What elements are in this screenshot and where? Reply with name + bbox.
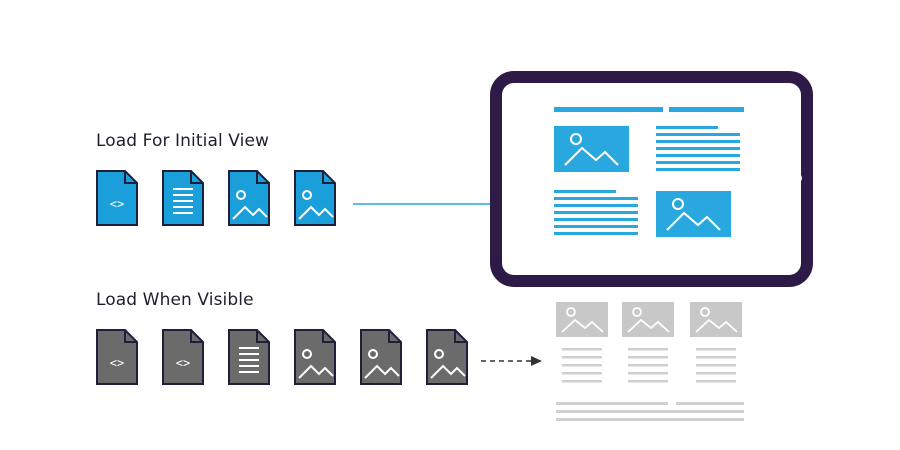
placeholder-footer-lines	[556, 402, 744, 421]
placeholder-column	[556, 302, 608, 383]
screen-image-block	[656, 191, 731, 237]
screen-text-block	[656, 126, 740, 171]
text-file-icon	[228, 329, 270, 385]
visible-file-row: <> <>	[96, 329, 468, 385]
initial-file-row: <>	[96, 170, 336, 226]
label-load-initial-view: Load For Initial View	[96, 131, 270, 151]
image-file-icon	[228, 170, 270, 226]
offscreen-content	[556, 302, 744, 421]
svg-text:<>: <>	[110, 356, 124, 370]
code-file-icon: <>	[96, 329, 138, 385]
tablet-device	[490, 71, 813, 287]
image-file-icon	[360, 329, 402, 385]
svg-text:<>: <>	[110, 197, 124, 211]
screen-image-block	[554, 126, 629, 172]
code-file-icon: <>	[162, 329, 204, 385]
svg-text:<>: <>	[176, 356, 190, 370]
screen-text-block	[554, 190, 638, 235]
tablet-home-button	[792, 173, 802, 183]
code-file-icon: <>	[96, 170, 138, 226]
tablet-screen-content	[554, 107, 744, 237]
placeholder-column	[690, 302, 742, 383]
dashed-arrow-to-offscreen	[481, 356, 542, 366]
image-file-icon	[294, 170, 336, 226]
placeholder-column	[622, 302, 674, 383]
text-file-icon	[162, 170, 204, 226]
image-file-icon	[294, 329, 336, 385]
label-load-when-visible: Load When Visible	[96, 290, 254, 310]
image-file-icon	[426, 329, 468, 385]
